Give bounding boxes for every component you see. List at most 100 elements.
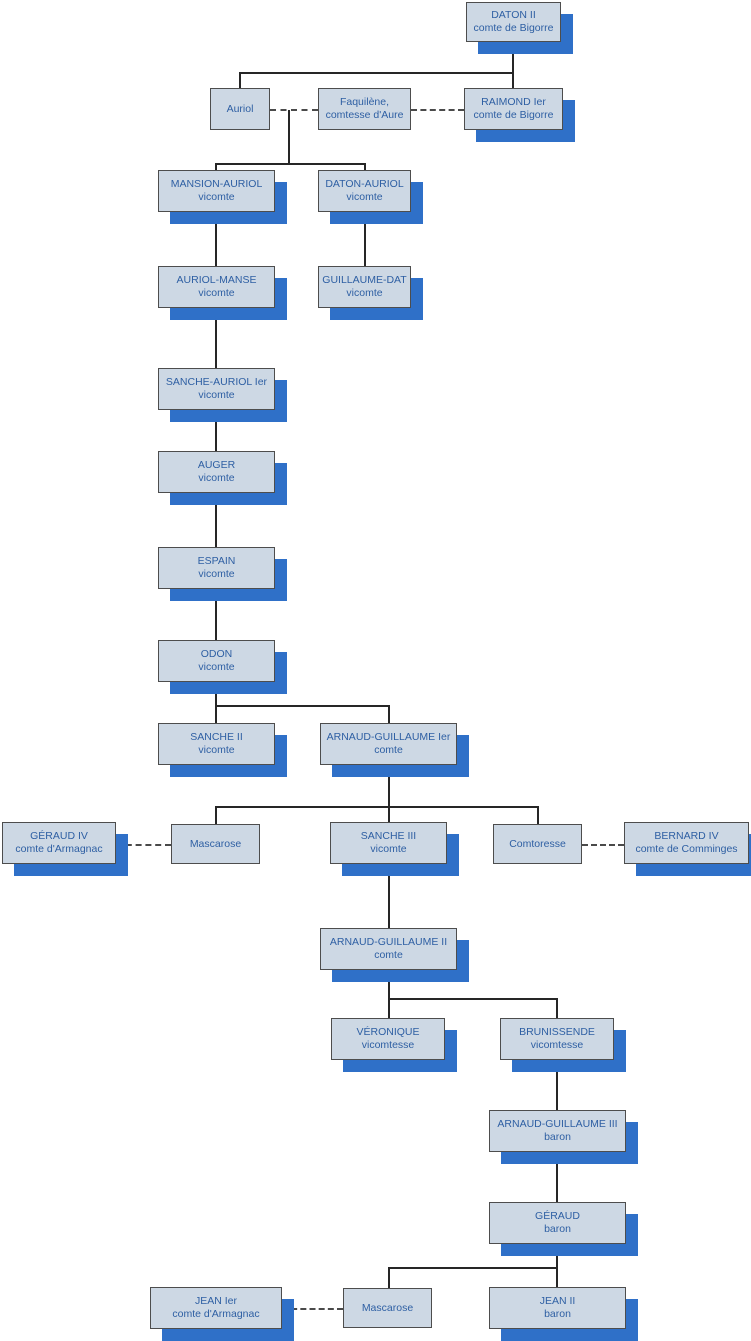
person-title: comte de Comminges	[635, 843, 738, 855]
person-title: baron	[544, 1131, 571, 1143]
person-title: comte	[374, 744, 403, 756]
person-title: vicomtesse	[530, 1039, 584, 1051]
person-name: VÉRONIQUE	[356, 1026, 420, 1039]
connector-sanche1-auger	[215, 410, 217, 451]
person-title: comte	[374, 949, 403, 961]
connector-bus-generation2	[239, 72, 514, 74]
connector-sanche3-up	[388, 806, 390, 822]
person-title: vicomte	[346, 287, 383, 299]
connector-datonauriol-up	[364, 163, 366, 170]
person-title: vicomte	[198, 661, 235, 673]
person-title: vicomte	[198, 472, 235, 484]
person-title: comte d'Armagnac	[172, 1308, 260, 1320]
connector-veronique-up	[388, 998, 390, 1018]
connector-comtoresse-up	[537, 806, 539, 824]
marriage-auriol-faquilene	[270, 109, 318, 111]
person-name: BRUNISSENDE	[519, 1026, 595, 1039]
person-title: vicomte	[198, 389, 235, 401]
connector-bus-odon-children	[215, 705, 389, 707]
person-name: BERNARD IV	[654, 830, 719, 843]
person-name: JEAN Ier	[194, 1295, 237, 1308]
person-node-comtore[interactable]: Comtoresse	[493, 824, 582, 864]
marriage-faquilene-raimond	[411, 109, 464, 111]
connector-arnaud2-drop	[388, 970, 390, 998]
connector-mansion-up	[215, 163, 217, 170]
connector-auriol-children-drop	[288, 110, 290, 163]
person-name: MANSION-AURIOL	[170, 178, 263, 191]
person-title: baron	[544, 1223, 571, 1235]
person-title: comte de Bigorre	[473, 109, 554, 121]
connector-raimond-up	[512, 72, 514, 88]
marriage-jean1-mascarose	[282, 1308, 343, 1310]
connector-sanche3-arnaud2	[388, 864, 390, 928]
person-name: JEAN II	[539, 1295, 576, 1308]
person-title: vicomte	[198, 568, 235, 580]
person-name: SANCHE III	[360, 830, 417, 843]
person-name: ESPAIN	[197, 555, 236, 568]
person-title: comte de Bigorre	[473, 22, 554, 34]
person-name: ARNAUD-GUILLAUME II	[329, 936, 448, 949]
person-name: Mascarose	[189, 837, 242, 850]
connector-brunissende-arnaud3	[556, 1060, 558, 1110]
connector-brunissende-up	[556, 998, 558, 1018]
connector-bus-arnaud2-children	[388, 998, 557, 1000]
person-title: comte d'Armagnac	[15, 843, 103, 855]
person-title: vicomtesse	[361, 1039, 415, 1051]
person-name: Comtoresse	[509, 837, 566, 850]
connector-jean2-up	[556, 1267, 558, 1287]
connector-bus-generation3	[215, 163, 365, 165]
connector-auriol-up	[239, 72, 241, 88]
connector-bus-arnaud1-children	[215, 806, 538, 808]
connector-arnaud1-drop	[388, 765, 390, 806]
connector-bus-geraud-children	[388, 1267, 558, 1269]
person-name: ARNAUD-GUILLAUME III	[497, 1118, 618, 1131]
person-node-faquilene[interactable]: Faquilène,comtesse d'Aure	[318, 88, 411, 130]
person-name: SANCHE-AURIOL Ier	[165, 376, 268, 389]
person-title: vicomte	[198, 287, 235, 299]
person-name: AURIOL-MANSE	[176, 274, 257, 287]
person-name: ODON	[200, 648, 233, 661]
marriage-comtoresse-bernard	[582, 844, 624, 846]
person-name: GUILLAUME-DAT	[322, 274, 407, 287]
person-name: Mascarose	[361, 1301, 414, 1314]
person-name: RAIMOND Ier	[481, 96, 546, 109]
person-name: Faquilène,	[339, 96, 390, 109]
connector-daton2-down	[512, 42, 514, 72]
person-title: vicomte	[346, 191, 383, 203]
connector-espain-odon	[215, 589, 217, 640]
person-name: Auriol	[226, 102, 254, 115]
person-name: GÉRAUD IV	[30, 830, 88, 843]
person-title: vicomte	[198, 191, 235, 203]
person-node-mascaro2[interactable]: Mascarose	[343, 1288, 432, 1328]
connector-datonauriol-guillaumedat	[364, 212, 366, 266]
person-node-mascaro1[interactable]: Mascarose	[171, 824, 260, 864]
person-node-auriol[interactable]: Auriol	[210, 88, 270, 130]
person-title: baron	[544, 1308, 571, 1320]
connector-auriolmanse-sanche1	[215, 308, 217, 368]
person-name: GÉRAUD	[535, 1210, 580, 1223]
connector-sanche2-up	[215, 705, 217, 723]
person-name: DATON II	[491, 9, 536, 22]
